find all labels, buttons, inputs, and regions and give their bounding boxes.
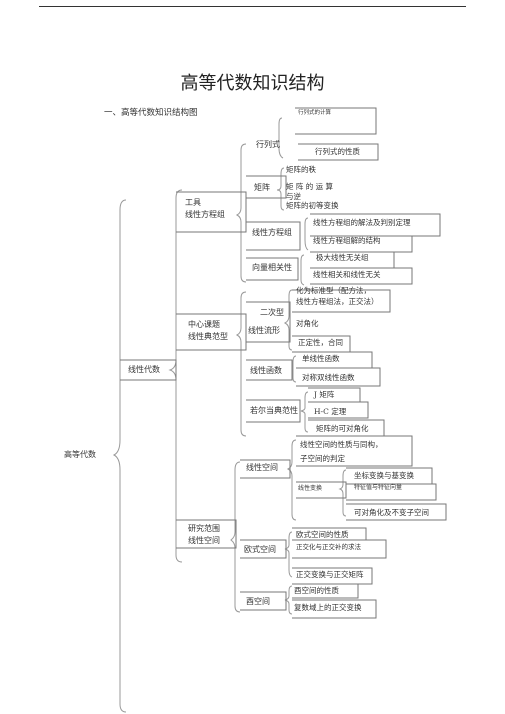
level1-brace bbox=[168, 189, 183, 563]
group-research-line1: 研究范围 bbox=[188, 524, 220, 533]
leaf-orth-transform: 正交变换与正交矩阵 bbox=[296, 570, 364, 579]
node-vector-dependence: 向量相关性 bbox=[252, 263, 292, 272]
leaf-congruent: 对角化 bbox=[296, 319, 319, 328]
leaf-max-indep: 极大线性无关组 bbox=[316, 253, 369, 262]
leaf-std-form: 化为标准型（配方法， bbox=[296, 286, 371, 295]
leaf-bilinear-func: 对称双线性函数 bbox=[302, 373, 355, 382]
matrix-brace bbox=[276, 167, 285, 211]
eu-brace bbox=[284, 531, 293, 578]
leaf-ls-judge: 子空间的判定 bbox=[300, 454, 345, 463]
dep-brace bbox=[300, 254, 305, 286]
lt-brace bbox=[338, 469, 347, 517]
leaf-matrix-rank: 矩阵的秩 bbox=[286, 165, 316, 174]
node-linear-function: 线性函数 bbox=[250, 366, 282, 375]
node-euclid-space: 欧式空间 bbox=[244, 545, 276, 554]
central-brace bbox=[235, 291, 247, 437]
group-tools-line1: 工具 bbox=[185, 198, 201, 207]
group-central-line2: 线性典范型 bbox=[188, 332, 228, 341]
un-brace bbox=[284, 585, 293, 615]
node-matrix: 矩阵 bbox=[254, 183, 270, 192]
node-quadratic: 二次型 bbox=[260, 308, 284, 317]
node-linear-transform: 线性变换 bbox=[298, 485, 323, 492]
group-tools-line2: 线性方程组 bbox=[185, 210, 225, 219]
leaf-sys-struct: 线性方程组解的结构 bbox=[313, 236, 381, 245]
leaf-matrix-ops2: 与逆 bbox=[286, 192, 301, 201]
quad-brace bbox=[283, 289, 293, 351]
leaf-hc-theorem: H-C 定理 bbox=[314, 407, 347, 416]
leaf-diag-matrix: 矩阵的可对角化 bbox=[316, 424, 369, 433]
leaf-dep-indep: 线性相关和线性无关 bbox=[313, 270, 381, 279]
leaf-coord-transform: 坐标变换与基变换 bbox=[354, 471, 414, 480]
ls-brace bbox=[286, 439, 297, 521]
leaf-single-func: 单线性函数 bbox=[302, 354, 340, 363]
leaf-ls-props: 线性空间的性质与同构， bbox=[300, 440, 383, 449]
node-unitary-space: 酉空间 bbox=[246, 597, 270, 606]
leaf-eigen: 特征值与特征向量 bbox=[354, 484, 403, 491]
leaf-gram: 正交化与正交补的求法 bbox=[296, 543, 361, 551]
level1-label: 线性代数 bbox=[128, 365, 160, 374]
page-title: 高等代数知识结构 bbox=[180, 73, 325, 94]
sys-brace bbox=[304, 217, 309, 251]
leaf-diag-invariant: 可对角化及不变子空间 bbox=[354, 508, 429, 517]
top-rule bbox=[39, 6, 466, 7]
node-determinant: 行列式 bbox=[256, 140, 280, 149]
leaf-positive: 正定性，合同 bbox=[298, 338, 343, 347]
group-research-line2: 线性空间 bbox=[188, 536, 220, 545]
node-linear-system: 线性方程组 bbox=[252, 228, 292, 237]
leaf-unitary-props: 酉空间的性质 bbox=[294, 586, 339, 595]
lf-brace bbox=[292, 355, 297, 383]
leaf-det-props: 行列式的性质 bbox=[315, 147, 360, 156]
leaf-j-matrix: J 矩阵 bbox=[314, 390, 335, 399]
node-quadratic-2: 线性流形 bbox=[248, 326, 280, 335]
jordan-brace bbox=[300, 391, 309, 433]
leaf-sys-solve: 线性方程组的解法及判别定理 bbox=[313, 218, 411, 227]
tools-brace bbox=[235, 143, 247, 283]
leaf-det-compute: 行列式的计算 bbox=[298, 110, 332, 116]
leaf-eu-props: 欧式空间的性质 bbox=[296, 530, 349, 539]
root-label: 高等代数 bbox=[64, 450, 96, 459]
section-heading: 一、高等代数知识结构图 bbox=[104, 108, 198, 118]
leaf-complex-orth: 复数域上的正交变换 bbox=[294, 603, 362, 612]
research-brace bbox=[230, 461, 241, 613]
group-central-line1: 中心课题 bbox=[188, 320, 220, 329]
node-linear-space: 线性空间 bbox=[246, 463, 278, 472]
leaf-matrix-elem: 矩阵的初等变换 bbox=[286, 201, 339, 210]
root-brace bbox=[112, 199, 127, 713]
node-jordan: 若尔当典范性 bbox=[250, 406, 298, 415]
leaf-matrix-ops: 矩 阵 的 运 算 bbox=[286, 182, 334, 191]
det-brace bbox=[278, 117, 284, 159]
leaf-std-form-2: 线性方程组法，正交法） bbox=[296, 297, 379, 306]
